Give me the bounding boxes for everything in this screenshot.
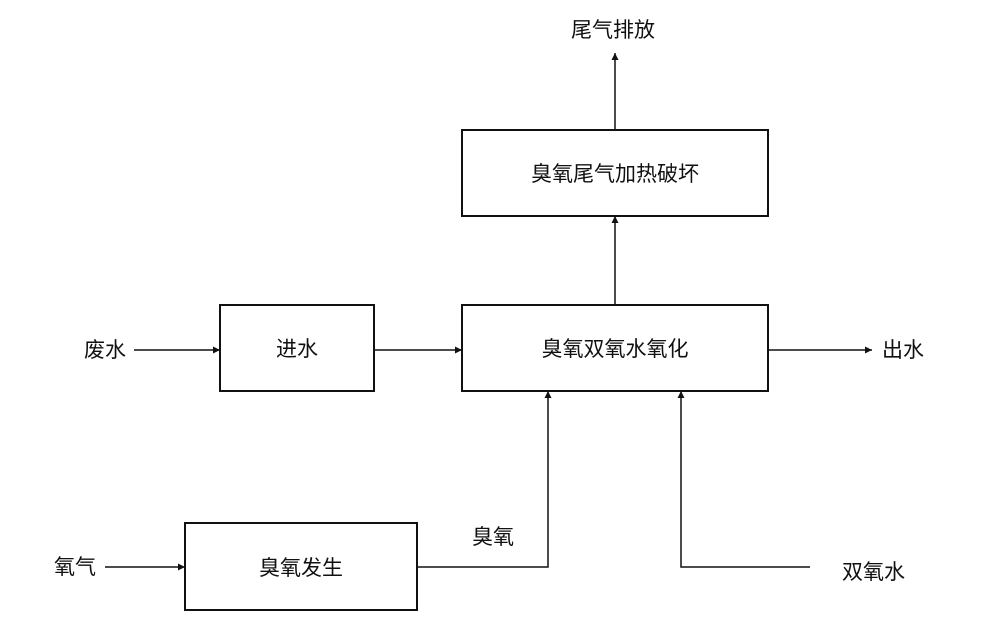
label-hydrogen-peroxide: 双氧水 xyxy=(842,560,905,584)
label-oxygen: 氧气 xyxy=(54,555,96,579)
label-wastewater: 废水 xyxy=(84,338,126,362)
arrow-ozone-feed xyxy=(417,391,552,568)
box-water-inlet xyxy=(219,304,375,392)
box-water-inlet-label: 进水 xyxy=(276,337,318,361)
box-oxidation-label: 臭氧双氧水氧化 xyxy=(541,337,689,361)
arrow-hydrogen-peroxide-feed xyxy=(677,391,810,568)
label-effluent: 出水 xyxy=(882,338,924,362)
label-ozone: 臭氧 xyxy=(472,525,514,549)
box-tail-gas-destruction-label: 臭氧尾气加热破坏 xyxy=(531,162,699,186)
label-exhaust: 尾气排放 xyxy=(571,18,655,42)
box-ozone-generation-label: 臭氧发生 xyxy=(259,555,343,580)
